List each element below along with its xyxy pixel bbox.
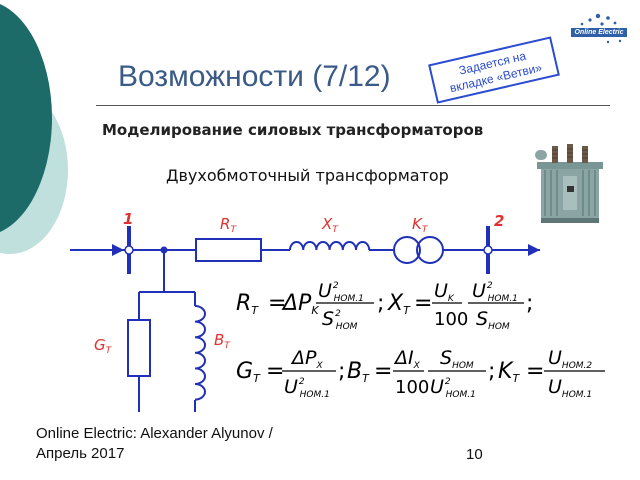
node-2-label: 2 — [494, 212, 504, 230]
node-2-marker — [483, 245, 493, 255]
page-title: Возможности (7/12) — [118, 60, 391, 93]
transformer-photo — [527, 140, 613, 226]
f2-num3: SНОМ — [440, 347, 474, 371]
f2-num4: UНОМ.2 — [548, 347, 592, 371]
f1-eq2: = — [414, 291, 432, 316]
f1-xt: XT — [387, 291, 411, 317]
resistor-r — [195, 238, 262, 262]
f2-den2: 100 — [395, 377, 429, 398]
decor-ellipse-dark — [0, 3, 52, 233]
label-r: RT — [220, 215, 237, 235]
f2-eq1: = — [266, 359, 284, 384]
f2-gt: GT — [236, 359, 261, 385]
label-g: GT — [94, 336, 113, 356]
logo-icon — [580, 13, 622, 44]
f2-num2: ΔIX — [393, 347, 421, 371]
slide-decoration — [0, 3, 68, 254]
f1-den2: 100 — [434, 309, 468, 330]
resistor-g — [127, 319, 151, 377]
f2-sep2: ; — [488, 359, 495, 384]
f2-bt: BT — [347, 359, 370, 385]
diagram-heading: Двухобмоточный трансформатор — [166, 166, 449, 185]
inductor-x — [289, 241, 371, 251]
title-divider — [96, 105, 610, 106]
f1-eq1: = — [268, 291, 286, 316]
ideal-transformer-winding-1 — [393, 236, 421, 264]
label-k: KT — [412, 215, 429, 235]
f1-sep2: ; — [526, 291, 533, 316]
page-number: 10 — [466, 446, 483, 463]
shunt-wires — [138, 250, 196, 412]
f2-den4: UНОМ.1 — [548, 376, 592, 400]
label-x: XT — [321, 215, 339, 235]
f2-eq2: = — [374, 359, 392, 384]
node-1-label: 1 — [123, 210, 133, 228]
f1-den3: SНОМ — [476, 308, 510, 332]
f1-dp: ΔPK — [281, 291, 319, 317]
node-1-marker — [124, 245, 134, 255]
footer: Online Electric: Alexander Alyunov / Апр… — [36, 424, 273, 464]
f2-sep1: ; — [338, 359, 345, 384]
label-b: BT — [214, 331, 231, 351]
logo-text: Online Electric — [571, 28, 627, 37]
inductor-b — [194, 305, 206, 401]
f1-sep1: ; — [377, 291, 384, 316]
f1-rt: RT — [236, 291, 259, 317]
f2-kt: KT — [498, 359, 520, 385]
input-arrow — [112, 244, 124, 256]
f2-num1: ΔPX — [290, 347, 323, 371]
footer-line-2: Апрель 2017 — [36, 445, 125, 462]
ideal-transformer-winding-2 — [416, 236, 444, 264]
f2-eq3: = — [526, 359, 544, 384]
page-subtitle: Моделирование силовых трансформаторов — [102, 121, 484, 139]
f1-num2: UK — [434, 280, 455, 304]
footer-line-1: Online Electric: Alexander Alyunov / — [36, 425, 273, 442]
output-arrow — [528, 244, 540, 256]
